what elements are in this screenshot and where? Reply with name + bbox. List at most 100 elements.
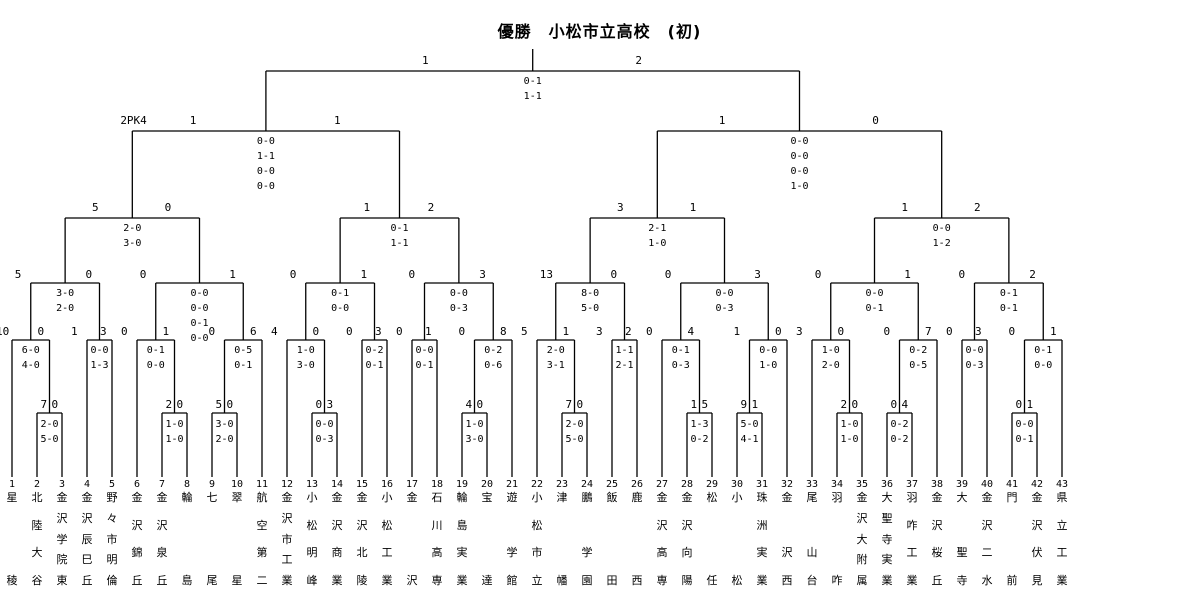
score-left: 1 <box>901 201 909 214</box>
team-number: 33 <box>805 479 819 490</box>
score-right: 2 <box>1029 268 1036 281</box>
game-detail: 0-2 0-1 <box>365 345 384 371</box>
game-detail: 0-0 1-1 0-0 0-0 <box>256 136 275 192</box>
score-left: 1 <box>690 398 698 411</box>
score-right: 5 <box>701 398 709 411</box>
team-number: 39 <box>955 479 969 490</box>
score-left: 3 <box>617 201 624 214</box>
score-right: 3 <box>326 398 334 411</box>
game-detail: 0-0 0-1 <box>865 288 884 314</box>
team-name: 鵬学園 <box>581 491 593 587</box>
score-right: 8 <box>500 325 507 338</box>
team-name: 金沢北陵 <box>356 491 368 587</box>
team-number: 42 <box>1030 479 1044 490</box>
team-number: 14 <box>330 479 344 490</box>
team-number: 31 <box>755 479 769 490</box>
score-right: 0 <box>610 268 618 281</box>
team-name: 津幡 <box>556 491 568 587</box>
score-right: 0 <box>476 398 484 411</box>
team-name: 金沢桜丘 <box>931 491 943 587</box>
score-left: 0 <box>208 325 216 338</box>
tournament-title: 優勝 小松市立高校 (初) <box>497 22 702 41</box>
team-number: 35 <box>855 479 869 490</box>
score-right: 0 <box>51 398 59 411</box>
game-detail: 2-0 5-0 <box>565 419 584 445</box>
game-detail: 1-0 1-0 <box>165 419 184 445</box>
game-detail: 0-1 1-1 <box>523 76 542 102</box>
game-detail: 1-0 1-0 <box>840 419 859 445</box>
team-name: 金沢泉丘 <box>156 491 168 587</box>
team-number: 19 <box>455 479 469 490</box>
team-number: 1 <box>8 479 16 490</box>
team-name: 大聖寺実業 <box>881 491 893 587</box>
game-detail: 3-0 2-0 <box>215 419 234 445</box>
score-left: 0 <box>946 325 953 338</box>
score-right: 2 <box>625 325 632 338</box>
score-right: 1 <box>1050 325 1057 338</box>
score-right: 1 <box>425 325 432 338</box>
team-number: 6 <box>133 479 141 490</box>
team-name: 宝達 <box>481 491 493 587</box>
team-name: 金沢商業 <box>331 491 343 587</box>
score-right: 1 <box>751 398 759 411</box>
team-number: 24 <box>580 479 594 490</box>
team-name: 金沢辰巳丘 <box>81 491 93 587</box>
game-detail: 0-0 1-0 <box>759 345 778 371</box>
team-number: 4 <box>83 479 91 490</box>
score-left: 3 <box>796 325 803 338</box>
game-detail: 2-1 1-0 <box>648 223 667 249</box>
score-right: 6 <box>250 325 257 338</box>
score-right: 1 <box>360 268 368 281</box>
score-right: 3 <box>479 268 486 281</box>
team-number: 7 <box>158 479 166 490</box>
team-name: 飯田 <box>606 491 618 587</box>
team-number: 2 <box>33 479 41 490</box>
score-left: 2 <box>165 398 173 411</box>
game-detail: 0-0 0-0 0-0 1-0 <box>790 136 809 192</box>
score-left: 0 <box>289 268 297 281</box>
score-right: 1 <box>689 201 697 214</box>
team-name: 金沢向陽 <box>681 491 693 587</box>
score-right: 0 <box>226 398 234 411</box>
team-number: 40 <box>980 479 994 490</box>
score-right: 1 <box>229 268 236 281</box>
score-left: 1 <box>421 54 429 67</box>
game-detail: 2-0 3-1 <box>546 345 565 371</box>
team-name: 航空第二 <box>256 491 268 587</box>
score-right: 3 <box>100 325 107 338</box>
game-detail: 1-3 0-2 <box>690 419 709 445</box>
game-detail: 2-0 3-0 <box>123 223 142 249</box>
score-left: 0 <box>883 325 891 338</box>
game-detail: 0-1 0-1 <box>999 288 1018 314</box>
game-detail: 0-0 1-2 <box>932 223 951 249</box>
team-name: 星稜 <box>6 491 18 587</box>
score-left: 1 <box>718 114 726 127</box>
score-right: 0 <box>851 398 859 411</box>
score-left: 0 <box>958 268 966 281</box>
team-name: 野々市明倫 <box>106 491 118 587</box>
team-number: 5 <box>108 479 116 490</box>
score-left: 0 <box>139 268 147 281</box>
score-left: 0 <box>121 325 128 338</box>
score-right: 0 <box>837 325 845 338</box>
score-left: 0 <box>315 398 323 411</box>
team-name: 金沢大附属 <box>856 491 868 587</box>
score-right: 3 <box>754 268 761 281</box>
